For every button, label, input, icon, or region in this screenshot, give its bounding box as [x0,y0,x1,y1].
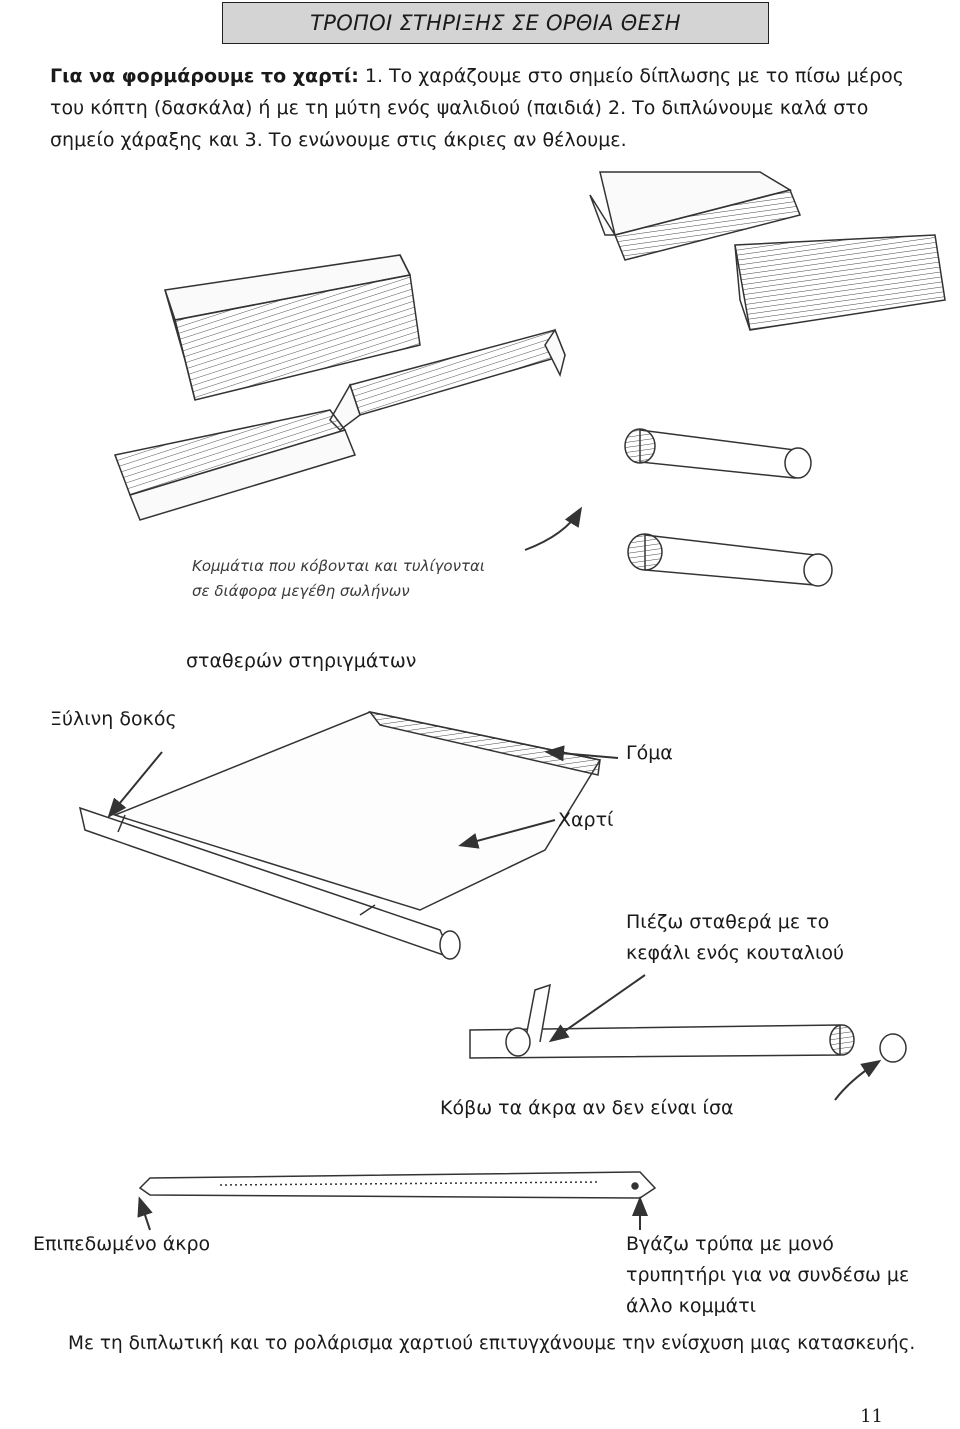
arrow-cut [835,1059,882,1100]
title-box: ΤΡΟΠΟΙ ΣΤΗΡΙΞΗΣ ΣΕ ΟΡΘΙΑ ΘΕΣΗ [222,2,769,44]
arrow-spoon [548,975,645,1043]
label-flat-end: Επιπεδωμένο άκρο [33,1233,211,1255]
label-hole-line2: τρυπητήρι για να συνδέσω με [626,1264,910,1286]
label-hole-line3: άλλο κομμάτι [626,1295,757,1317]
arrow-paper [458,820,555,849]
label-press-line1: Πιέζω σταθερά με το [626,911,830,933]
arrow-beam [107,752,162,819]
label-fixed-supports: σταθερών στηριγμάτων [186,650,417,672]
folded-paper-large [165,255,420,400]
tube-arrow [525,506,583,550]
spoon-tube-figure [470,985,906,1062]
wooden-beam-figure [80,712,600,959]
label-hole-line1: Βγάζω τρύπα με μονό [626,1233,834,1255]
paper-tube-2 [628,534,832,586]
label-wooden-beam: Ξύλινη δοκός [50,708,177,730]
tubes-caption-line1: Κομμάτια που κόβονται και τυλίγονται [192,557,485,575]
page-title: ΤΡΟΠΟΙ ΣΤΗΡΙΞΗΣ ΣΕ ΟΡΘΙΑ ΘΕΣΗ [310,11,681,35]
tubes-caption-line2: σε διάφορα μεγέθη σωλήνων [192,582,410,600]
folded-paper-flat [115,410,355,520]
label-press-line2: κεφάλι ενός κουταλιού [626,942,845,964]
flattened-strip-figure [140,1172,655,1198]
label-cut-ends: Κόβω τα άκρα αν δεν είναι ίσα [440,1097,734,1119]
paper-tube-1 [625,429,811,478]
conclusion-text: Με τη διπλωτική και το ρολάρισμα χαρτιού… [68,1333,916,1354]
arrow-glue [544,745,618,762]
arrow-flat-end [137,1196,153,1230]
intro-body: 1. Το χαράζουμε στο σημείο δίπλωσης με τ… [50,65,904,151]
label-paper: Χαρτί [558,809,614,831]
page-number: 11 [860,1406,883,1427]
label-glue: Γόμα [626,742,673,764]
intro-lead: Για να φορμάρουμε το χαρτί: [50,65,359,87]
folded-paper-stack [590,172,945,330]
intro-paragraph: Για να φορμάρουμε το χαρτί: 1. Το χαράζο… [50,60,930,156]
